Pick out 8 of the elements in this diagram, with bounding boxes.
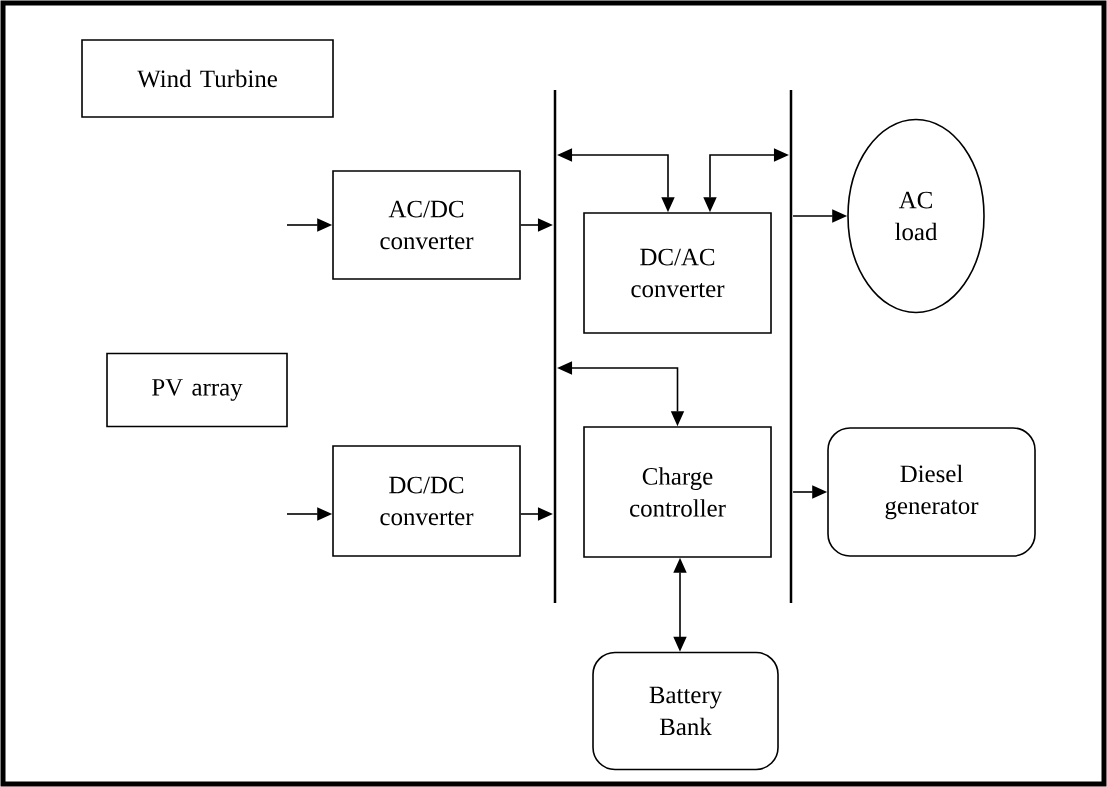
process-box: DC/DC converter [332,445,521,557]
rounded-box: Diesel generator [827,427,1036,557]
process-box: DC/AC converter [583,212,772,334]
process-box: Wind Turbine [81,39,334,118]
process-box: Charge controller [583,426,772,558]
process-box: AC/DC converter [332,170,521,280]
process-box: PV array [106,352,288,428]
rounded-box: Battery Bank [592,651,779,771]
